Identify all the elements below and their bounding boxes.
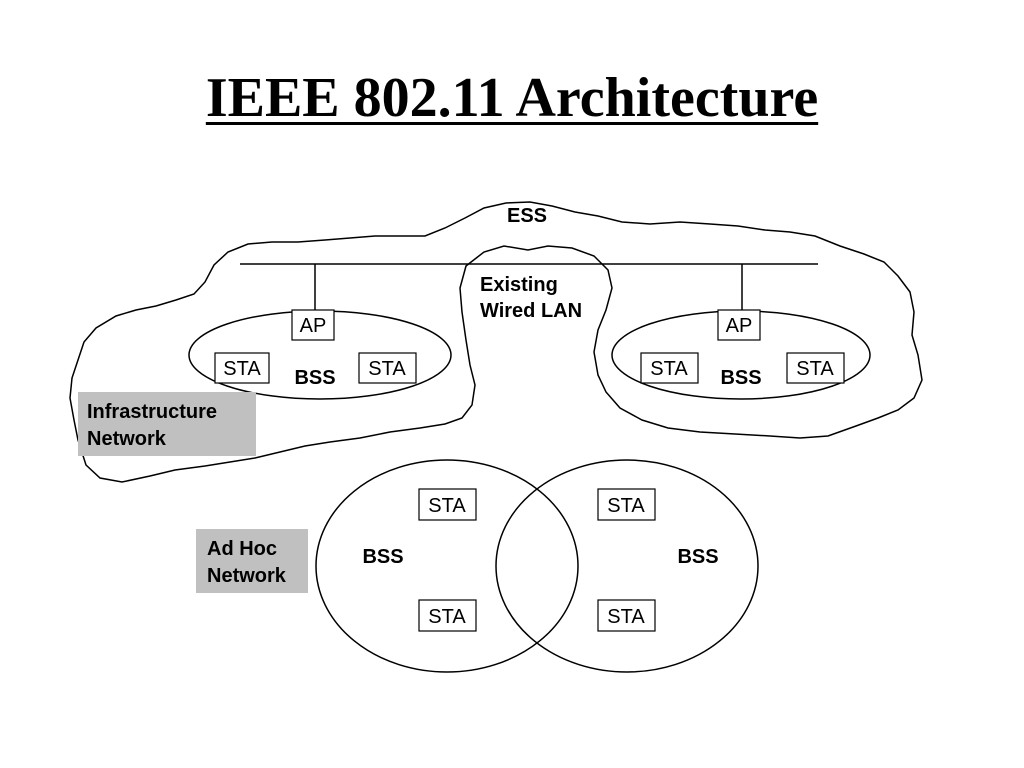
bss-ellipse [315, 459, 579, 673]
infrastructure-bss-right: AP STA STA BSS [611, 309, 871, 400]
ap-box [717, 309, 761, 341]
sta-box [358, 352, 417, 384]
sta-label: STA [650, 358, 688, 380]
adhoc-network-line2: Network [207, 565, 287, 587]
infrastructure-network-line1: Infrastructure [87, 401, 217, 423]
page-title-text: IEEE 802.11 Architecture [205, 67, 819, 129]
wired-lan-label-line2: Wired LAN [480, 300, 582, 322]
ap-label: AP [300, 315, 327, 337]
sta-label: STA [368, 358, 406, 380]
sta-box [418, 488, 477, 521]
sta-box [640, 352, 699, 384]
sta-label: STA [796, 358, 834, 380]
page-title: IEEE 802.11 Architecture [0, 62, 1024, 134]
bss-label: BSS [294, 367, 335, 389]
sta-label: STA [607, 495, 645, 517]
sta-box [597, 488, 656, 521]
sta-box [214, 352, 270, 384]
bss-label: BSS [362, 546, 403, 568]
sta-label: STA [223, 358, 261, 380]
ess-label: ESS [507, 205, 547, 227]
infrastructure-bss-left: AP STA STA BSS [188, 309, 452, 400]
sta-box [418, 599, 477, 632]
ap-label: AP [726, 315, 753, 337]
adhoc-network-line1: Ad Hoc [207, 538, 277, 560]
ess-cloud [69, 201, 923, 483]
wired-lan-label-line1: Existing [480, 274, 558, 296]
sta-label: STA [607, 606, 645, 628]
infrastructure-network-box [78, 392, 256, 456]
infrastructure-network-line2: Network [87, 428, 167, 450]
bss-label: BSS [720, 367, 761, 389]
adhoc-network-box [196, 529, 308, 593]
adhoc-bss-left: STA STA BSS [315, 459, 579, 673]
bss-ellipse [495, 459, 759, 673]
sta-label: STA [428, 606, 466, 628]
sta-box [597, 599, 656, 632]
sta-box [786, 352, 845, 384]
bss-label: BSS [677, 546, 718, 568]
ap-box [291, 309, 335, 341]
adhoc-bss-right: STA STA BSS [495, 459, 759, 673]
sta-label: STA [428, 495, 466, 517]
